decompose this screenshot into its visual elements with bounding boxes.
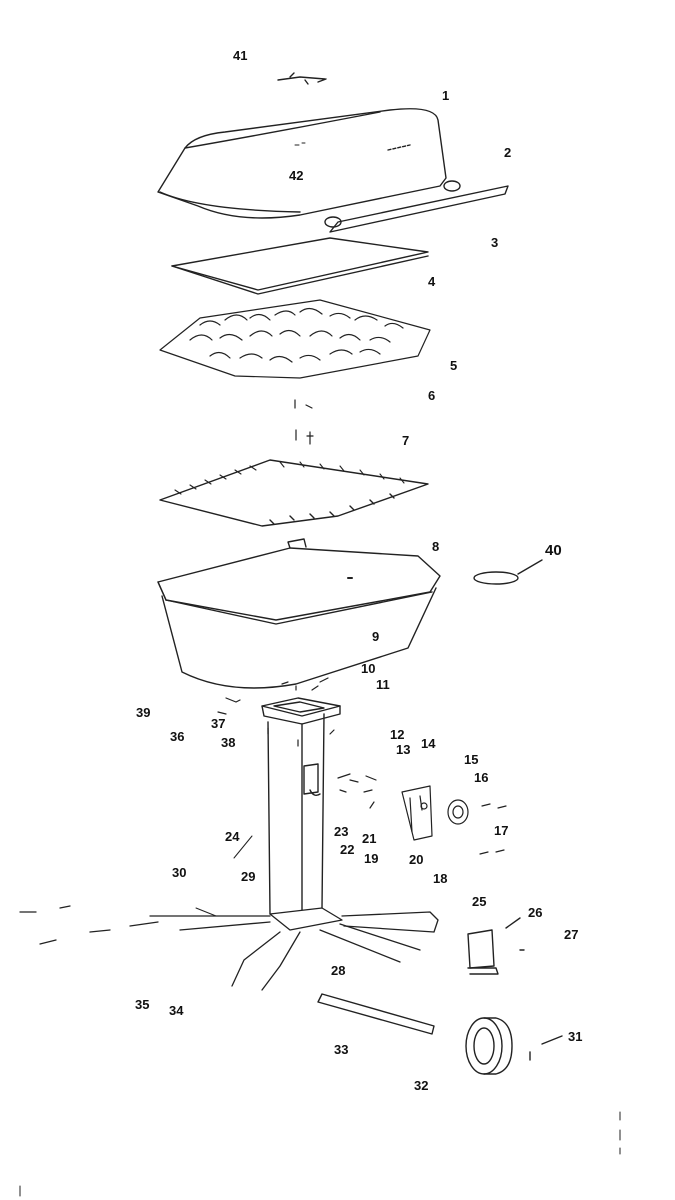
box-fasteners	[217, 677, 329, 715]
part-label-19: 19	[364, 851, 379, 866]
page-edge-marks	[19, 1111, 621, 1197]
wheel-axle	[317, 993, 435, 1035]
part-label-3: 3	[491, 235, 499, 250]
part-label-12: 12	[390, 727, 405, 742]
part-label-9: 9	[372, 629, 380, 644]
part-label-16: 16	[474, 770, 489, 785]
part-label-29: 29	[241, 869, 256, 884]
part-label-26: 26	[528, 905, 543, 920]
part-label-36: 36	[170, 729, 185, 744]
grill-lid	[157, 108, 447, 219]
valve-assembly	[337, 773, 507, 855]
part-label-25: 25	[472, 894, 487, 909]
part-label-24: 24	[225, 829, 240, 844]
part-label-17: 17	[494, 823, 509, 838]
part-label-39: 39	[136, 705, 151, 720]
part-label-21: 21	[362, 831, 377, 846]
part-label-33: 33	[334, 1042, 349, 1057]
top-screw	[277, 72, 327, 85]
part-label-10: 10	[361, 661, 376, 676]
support-post	[261, 697, 341, 915]
part-label-14: 14	[421, 736, 436, 751]
part-label-2: 2	[504, 145, 512, 160]
part-label-7: 7	[402, 433, 410, 448]
part-label-40: 40	[545, 542, 562, 559]
part-label-30: 30	[172, 865, 187, 880]
part-label-42: 42	[289, 168, 304, 183]
part-label-13: 13	[396, 742, 411, 757]
hinge-rod	[324, 180, 509, 233]
part-label-34: 34	[169, 1003, 184, 1018]
wheel	[465, 1017, 563, 1075]
part-label-5: 5	[450, 358, 458, 373]
grate-bolts	[294, 399, 314, 445]
part-label-22: 22	[340, 842, 355, 857]
part-label-27: 27	[564, 927, 579, 942]
part-label-15: 15	[464, 752, 479, 767]
part-label-8: 8	[432, 539, 440, 554]
part-label-6: 6	[428, 388, 436, 403]
base-legs	[19, 905, 439, 991]
part-label-18: 18	[433, 871, 448, 886]
part-label-11: 11	[376, 677, 390, 692]
part-label-32: 32	[414, 1078, 429, 1093]
wheel-bracket	[467, 917, 525, 975]
part-label-23: 23	[334, 824, 349, 839]
part-label-20: 20	[409, 852, 424, 867]
part-label-41: 41	[233, 48, 248, 63]
part-label-38: 38	[221, 735, 236, 750]
lava-rocks	[159, 299, 431, 379]
cooking-grid	[171, 237, 429, 295]
charrock-grate	[159, 459, 429, 527]
part-label-37: 37	[211, 716, 226, 731]
part-label-31: 31	[568, 1029, 583, 1044]
leader-lines	[195, 835, 253, 917]
part-label-35: 35	[135, 997, 150, 1012]
firebox	[157, 538, 441, 689]
control-knob-ring	[473, 559, 543, 585]
part-label-28: 28	[331, 963, 346, 978]
part-label-4: 4	[428, 274, 436, 289]
part-label-1: 1	[442, 88, 450, 103]
